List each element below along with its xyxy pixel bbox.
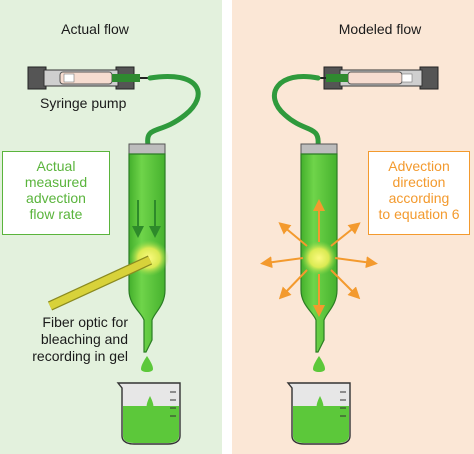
callout-line: to equation 6 — [378, 206, 460, 222]
fiber-label-line: Fiber optic for — [42, 314, 128, 330]
callout-line: flow rate — [29, 206, 83, 222]
callout-line: Actual — [36, 158, 76, 174]
callout-line: Advection — [388, 158, 450, 174]
droplet-icon — [313, 356, 325, 372]
droplet-icon — [141, 356, 153, 372]
beaker-icon — [116, 382, 181, 445]
callout-line: according — [388, 190, 450, 206]
callout-line: direction — [392, 174, 446, 190]
syringe-pump-icon — [27, 66, 152, 90]
actual-flow-callout: Actual measured advection flow rate — [2, 151, 110, 235]
beaker-icon — [286, 382, 351, 445]
fiber-optic-icon — [47, 255, 153, 311]
left-panel-title: Actual flow — [61, 21, 129, 37]
gel-column-icon — [300, 143, 338, 353]
fiber-label-line: bleaching and — [40, 331, 128, 347]
advection-arrows — [260, 199, 378, 317]
callout-line: measured — [24, 174, 88, 190]
modeled-flow-callout: Advection direction according to equatio… — [368, 151, 470, 235]
callout-line: advection — [26, 190, 86, 206]
tubing — [272, 74, 321, 148]
right-panel-title: Modeled flow — [338, 21, 422, 37]
fiber-optic-label: Fiber optic for bleaching and recording … — [10, 314, 128, 365]
fiber-label-line: recording in gel — [32, 348, 128, 364]
syringe-pump-label: Syringe pump — [40, 95, 127, 111]
tubing — [145, 74, 201, 148]
syringe-pump-icon — [316, 66, 439, 90]
